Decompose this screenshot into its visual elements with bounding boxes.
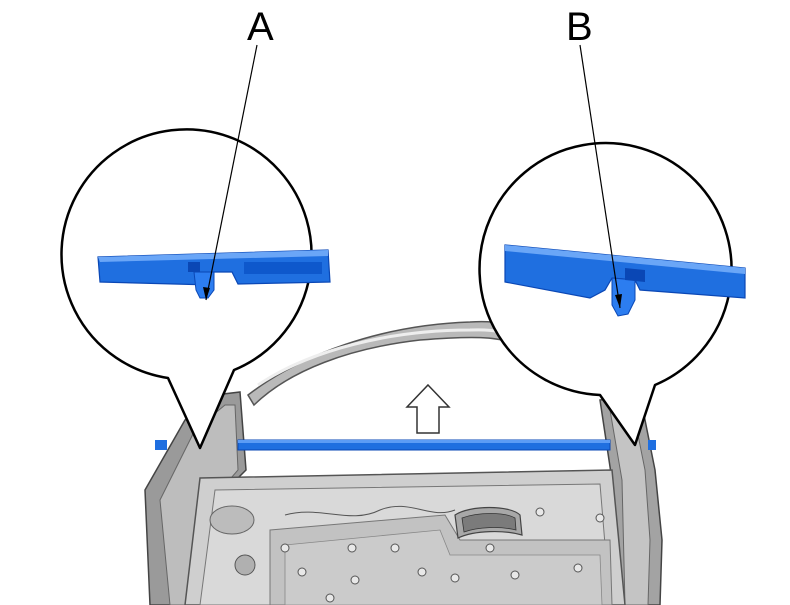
weatherstrip-detail-a	[97, 249, 331, 299]
detail-bubble-b	[478, 141, 746, 447]
callout-label-a: A	[247, 5, 274, 49]
window-frame-top	[247, 320, 521, 407]
detail-bubble-a	[60, 128, 331, 450]
leader-arrowhead-b	[615, 294, 622, 308]
weatherstrip-detail-b	[504, 244, 746, 317]
weatherstrip-door	[155, 439, 656, 451]
door-assembly	[144, 320, 663, 605]
leader-arrowhead-a	[203, 287, 210, 300]
door-handle	[454, 506, 523, 539]
leader-line-b	[579, 44, 621, 309]
up-arrow-icon	[405, 383, 451, 434]
leader-line-a	[205, 44, 258, 301]
callout-label-b: B	[566, 5, 593, 49]
